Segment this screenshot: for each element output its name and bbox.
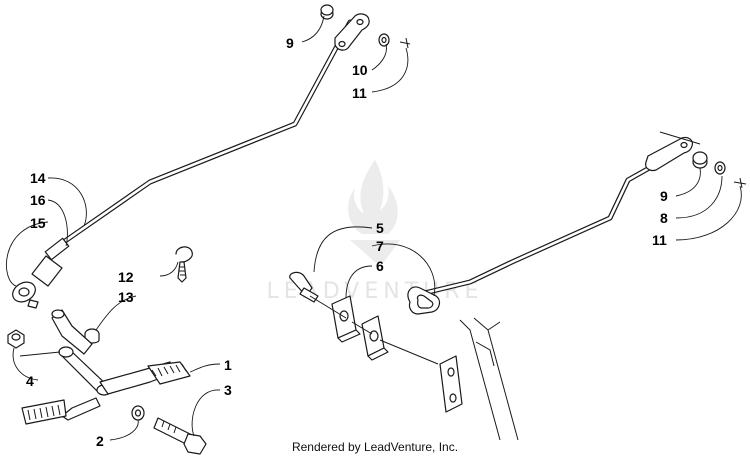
callout-3: 3 (224, 382, 232, 398)
callout-6: 6 (376, 258, 384, 274)
right-link-arm (645, 131, 701, 172)
callout-labels: 9 10 11 14 16 15 12 13 4 1 3 2 5 7 6 9 8… (26, 35, 668, 449)
frame-section (439, 317, 519, 441)
retaining-clip (175, 246, 193, 283)
washer-right (714, 161, 726, 175)
nut-left (7, 329, 25, 349)
cotter-pin-right (733, 177, 747, 189)
upper-link-arm (334, 13, 370, 51)
pivot-axis-line (309, 295, 439, 365)
washer-lever (131, 405, 145, 421)
callout-9-right: 9 (660, 188, 668, 204)
callout-12: 12 (118, 269, 134, 285)
callout-9-upper: 9 (286, 35, 294, 51)
callout-11-right: 11 (652, 232, 667, 248)
watermark-flame-icon (348, 160, 398, 234)
callout-5: 5 (376, 220, 384, 236)
shift-lever (19, 309, 191, 425)
callout-13: 13 (118, 289, 134, 305)
leader-lines (5, 15, 742, 441)
rod-end (12, 237, 70, 309)
callout-2: 2 (96, 433, 104, 449)
callout-7: 7 (376, 238, 384, 254)
cotter-pin-top (399, 37, 411, 49)
callout-14: 14 (30, 170, 46, 186)
right-shift-rod (409, 159, 663, 299)
left-shift-rod (52, 19, 353, 251)
callout-10: 10 (352, 62, 368, 78)
callout-8: 8 (660, 210, 668, 226)
callout-1: 1 (224, 357, 232, 373)
render-credit: Rendered by LeadVenture, Inc. (291, 440, 459, 454)
nut-right (692, 151, 708, 169)
callout-15: 15 (30, 215, 46, 231)
bushing (84, 328, 100, 344)
callout-11-upper: 11 (352, 85, 367, 101)
bracket-front (361, 315, 389, 361)
nut-top (320, 4, 334, 20)
pivot-bolt (153, 417, 207, 455)
grommet (407, 286, 441, 315)
callout-4: 4 (26, 373, 34, 389)
washer-top (378, 33, 390, 47)
callout-16: 16 (30, 192, 46, 208)
